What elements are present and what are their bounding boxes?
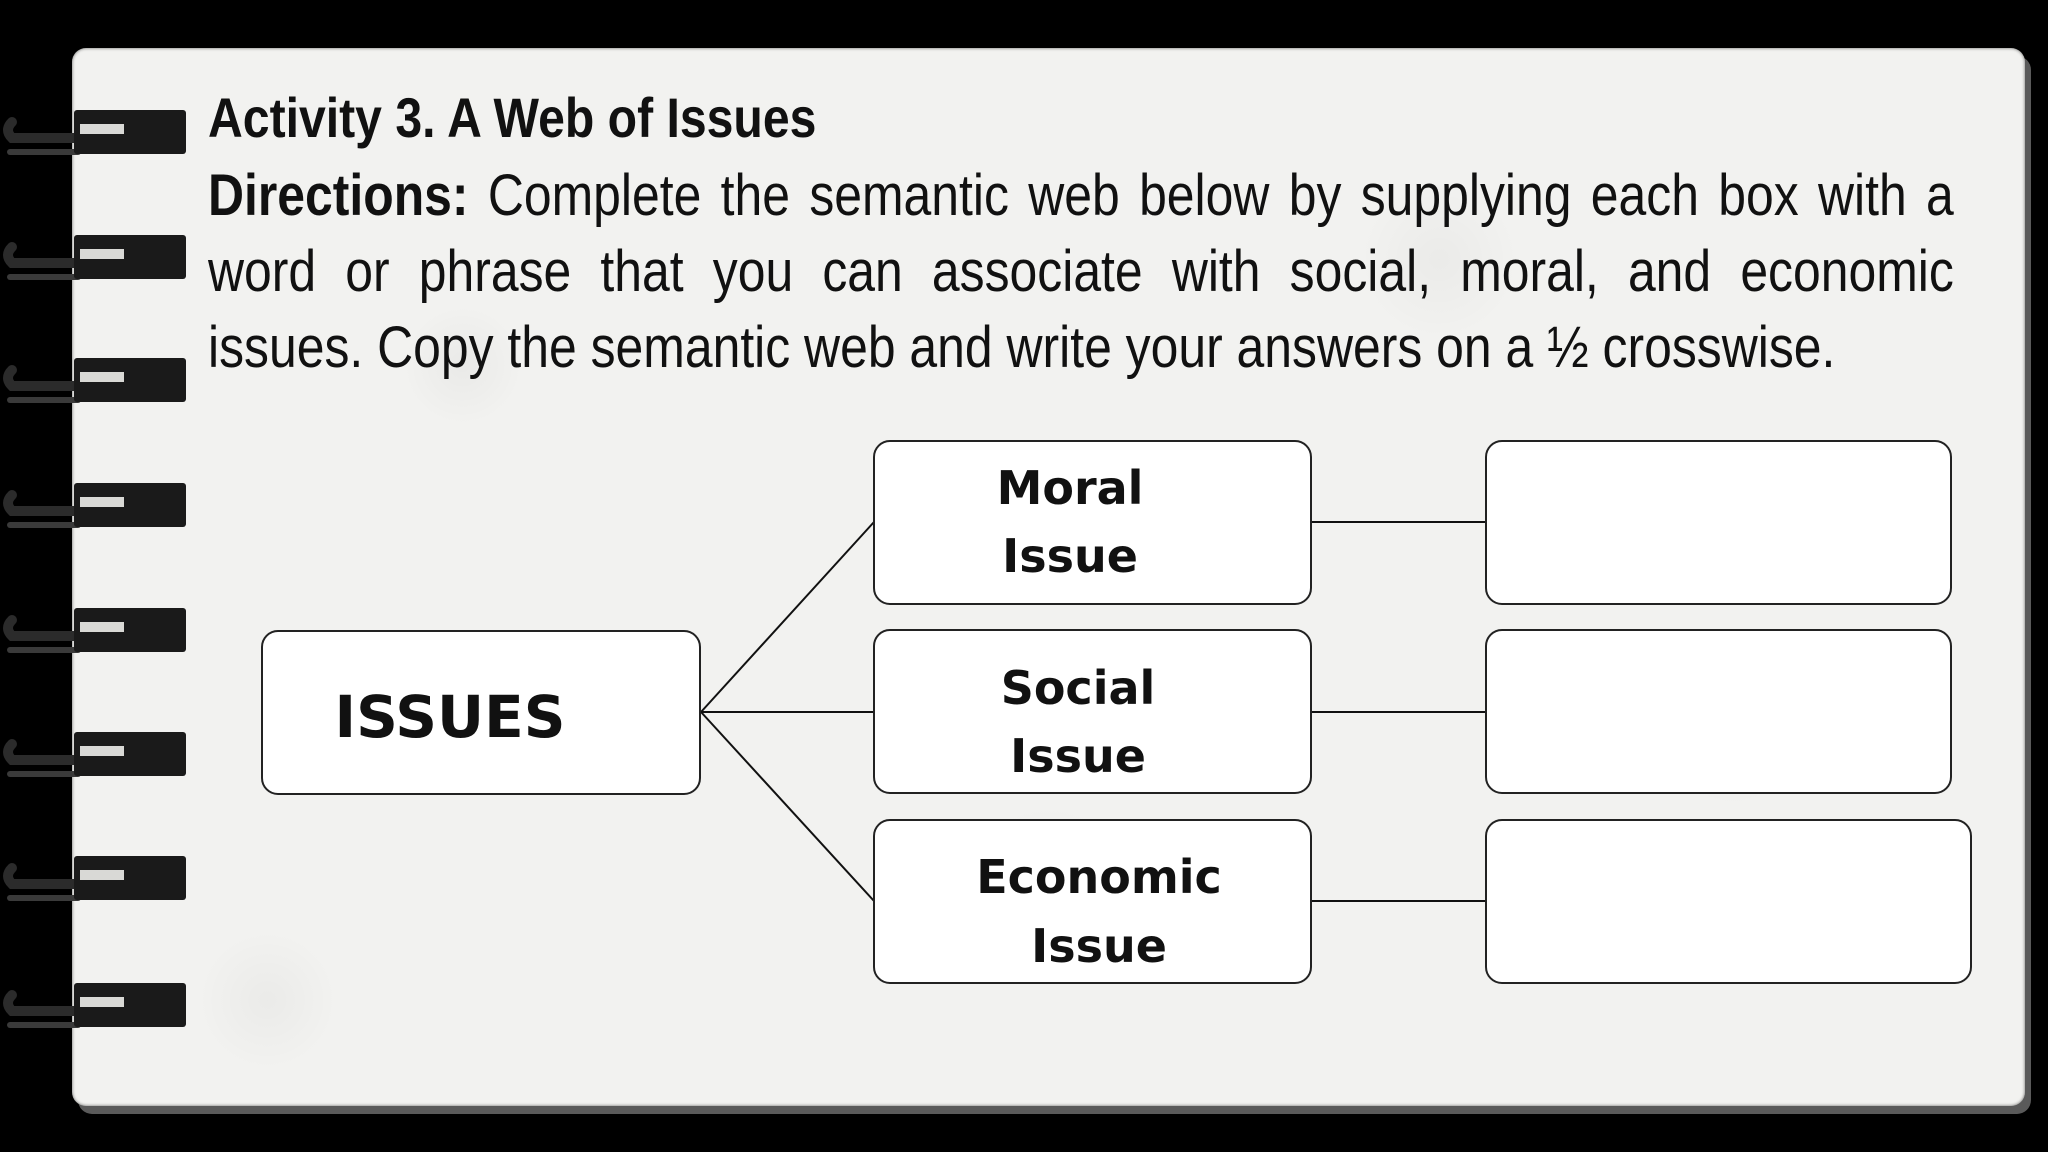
spiral-binding-icon (3, 110, 186, 1028)
category-label-moral-line1: Moral (997, 461, 1144, 515)
center-node: ISSUES (261, 630, 701, 795)
binding-ring-icon (3, 732, 186, 777)
answer-box-moral[interactable] (1485, 440, 1952, 605)
category-node-economic: Economic Issue (873, 819, 1312, 984)
binding-ring-icon (3, 483, 186, 528)
category-label-social-line1: Social (1001, 661, 1156, 715)
category-label-economic-line2: Issue (1031, 919, 1167, 973)
binding-ring-icon (3, 358, 186, 403)
category-label-social-line2: Issue (1010, 729, 1146, 783)
connector-center-moral (700, 521, 875, 713)
answer-box-economic[interactable] (1485, 819, 1972, 984)
binding-ring-icon (3, 856, 186, 901)
connector-center-economic (700, 711, 875, 902)
category-node-social: Social Issue (873, 629, 1312, 794)
directions-text: Complete the semantic web below by suppl… (208, 163, 1954, 380)
category-label-economic-line1: Economic (976, 850, 1222, 904)
center-node-label: ISSUES (334, 683, 565, 751)
directions-paragraph: Directions: Complete the semantic web be… (208, 158, 1954, 386)
activity-title: Activity 3. A Web of Issues (208, 86, 817, 149)
binding-ring-icon (3, 608, 186, 653)
answer-box-social[interactable] (1485, 629, 1952, 794)
binding-ring-icon (3, 235, 186, 280)
binding-ring-icon (3, 110, 186, 155)
binding-ring-icon (3, 983, 186, 1028)
category-label-moral-line2: Issue (1002, 529, 1138, 583)
directions-label: Directions: (208, 163, 469, 228)
category-node-moral: Moral Issue (873, 440, 1312, 605)
